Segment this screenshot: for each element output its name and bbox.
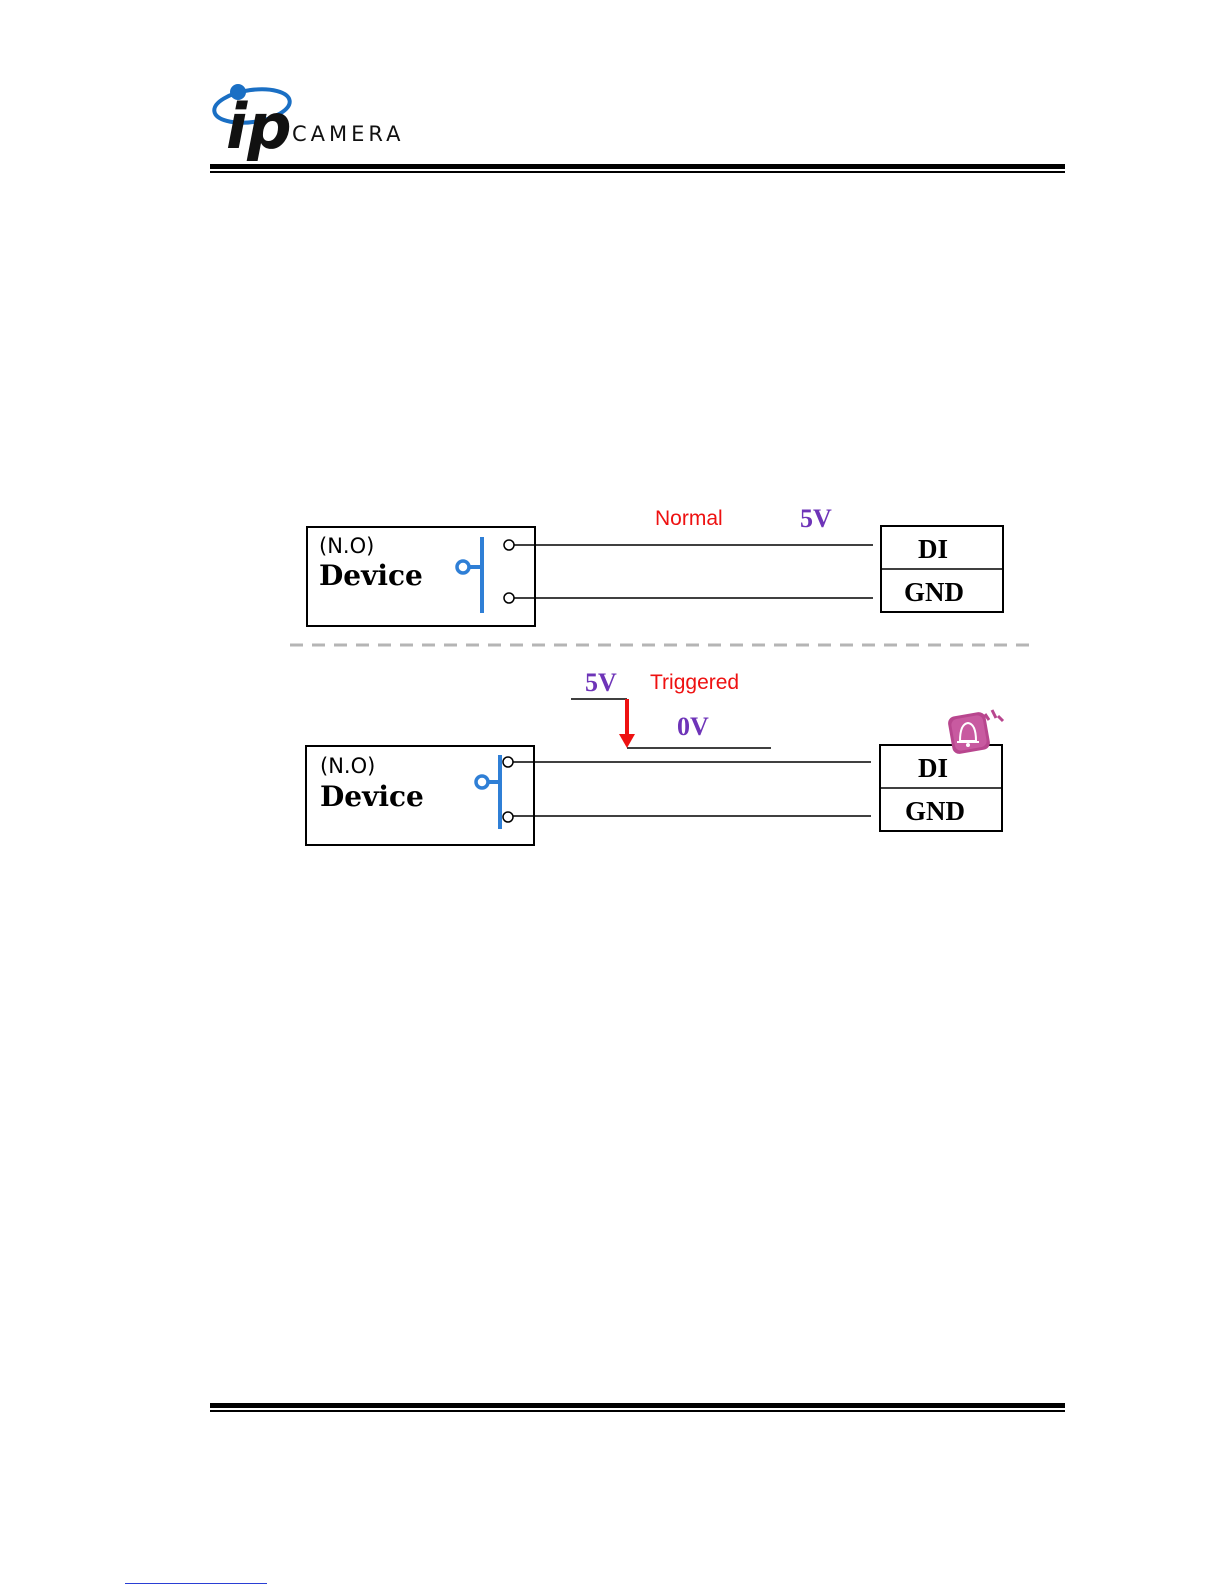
normal-state-label: Normal xyxy=(655,507,723,530)
triggered-switch-knob xyxy=(476,776,488,788)
normal-terminal-bottom xyxy=(504,593,514,603)
normal-voltage-label: 5V xyxy=(800,504,832,533)
triggered-low-voltage-label: 0V xyxy=(677,712,709,741)
normal-switch-knob xyxy=(457,561,469,573)
triggered-terminal-bottom xyxy=(503,812,513,822)
triggered-device-mode: (N.O) xyxy=(320,754,375,778)
voltage-drop-arrowhead xyxy=(619,734,635,748)
triggered-di-label: DI xyxy=(918,753,948,783)
normal-device-mode: (N.O) xyxy=(319,534,374,558)
triggered-device-label: Device xyxy=(320,780,424,813)
footer-rule xyxy=(210,1403,1065,1412)
triggered-gnd-label: GND xyxy=(905,796,965,826)
footer-link-underline xyxy=(125,1583,267,1584)
normal-device-label: Device xyxy=(319,559,423,592)
triggered-high-voltage-label: 5V xyxy=(585,668,617,697)
normal-di-label: DI xyxy=(918,534,948,564)
normal-gnd-label: GND xyxy=(904,577,964,607)
normal-state-diagram: Normal 5V (N.O) Device DI GND xyxy=(307,504,1003,626)
alarm-bell-icon xyxy=(947,710,1003,755)
normal-terminal-top xyxy=(504,540,514,550)
triggered-state-label: Triggered xyxy=(650,671,739,694)
triggered-terminal-top xyxy=(503,757,513,767)
triggered-state-diagram: 5V Triggered 0V (N.O) Device DI GND xyxy=(306,668,1003,845)
